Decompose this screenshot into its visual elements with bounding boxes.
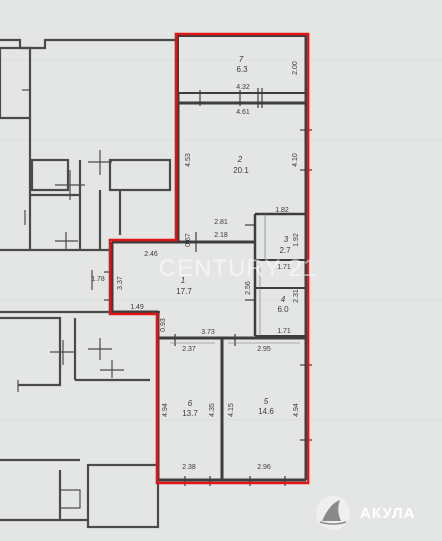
dim-balcony-depth: 2.00 (292, 61, 299, 75)
brand-name: АКУЛА (360, 505, 415, 522)
dim-bed6-left: 4.94 (162, 403, 169, 417)
dim-bed6-bottom: 2.38 (182, 464, 196, 471)
dim-bed5-top: 2.95 (257, 346, 271, 353)
dim-hall-top: 2.18 (214, 232, 228, 239)
dim-wc-bottom: 1.71 (277, 328, 291, 335)
room-7-area: 6.3 (236, 65, 248, 74)
dim-hall-left-width: 2.46 (144, 251, 158, 258)
room-1-number: 1 (181, 276, 185, 285)
dim-bed6-top: 2.37 (182, 346, 196, 353)
dim-corridor-left: 0.67 (185, 233, 192, 247)
room-3-number: 3 (284, 235, 289, 244)
room-6-number: 6 (188, 399, 193, 408)
dim-balcony-width: 4.32 (236, 84, 250, 91)
apartment-outline (108, 32, 310, 485)
dim-entry-width: 1.78 (91, 276, 105, 283)
room-2-area: 20.1 (233, 166, 249, 175)
dim-living-top: 4.61 (236, 109, 250, 116)
dim-living-right: 4.10 (292, 153, 299, 167)
dim-bath-top: 1.82 (275, 207, 289, 214)
dim-living-left: 4.53 (185, 153, 192, 167)
watermark: CENTURY 21 (159, 255, 318, 282)
room-labels: 7 6.3 2 20.1 3 2.7 1 17.7 4 6.0 6 13.7 5… (176, 55, 291, 418)
dim-bath-bottom: 1.71 (277, 264, 291, 271)
dim-wc-depth: 2.31 (293, 289, 300, 303)
room-5-number: 5 (264, 397, 269, 406)
room-2-number: 2 (237, 155, 243, 164)
dim-hall-step-depth: 0.93 (160, 318, 167, 332)
dim-bed6-right: 4.35 (209, 403, 216, 417)
dim-bath-right: 1.92 (293, 233, 300, 247)
room-7-number: 7 (239, 55, 244, 64)
room-4-number: 4 (281, 295, 286, 304)
dim-bed5-bottom: 2.96 (257, 464, 271, 471)
dim-living-bottom: 2.81 (214, 219, 228, 226)
dim-hall-bottom: 3.73 (201, 329, 215, 336)
room-4-area: 6.0 (277, 305, 289, 314)
neighbor-walls (0, 38, 175, 529)
room-6-area: 13.7 (182, 409, 198, 418)
dim-hall-depth: 2.56 (245, 281, 252, 295)
room-3-area: 2.7 (279, 246, 291, 255)
apartment-walls (110, 35, 308, 482)
room-1-area: 17.7 (176, 287, 192, 296)
dim-entry-depth: 3.37 (117, 276, 124, 290)
dimension-labels: 4.32 2.00 4.61 4.53 4.10 2.81 2.18 0.67 … (91, 61, 300, 471)
dim-bed5-left: 4.15 (228, 403, 235, 417)
dim-hall-step: 1.49 (130, 304, 144, 311)
room-5-area: 14.6 (258, 407, 274, 416)
brand-badge: АКУЛА (316, 496, 415, 530)
dim-bed5-right: 4.94 (293, 403, 300, 417)
